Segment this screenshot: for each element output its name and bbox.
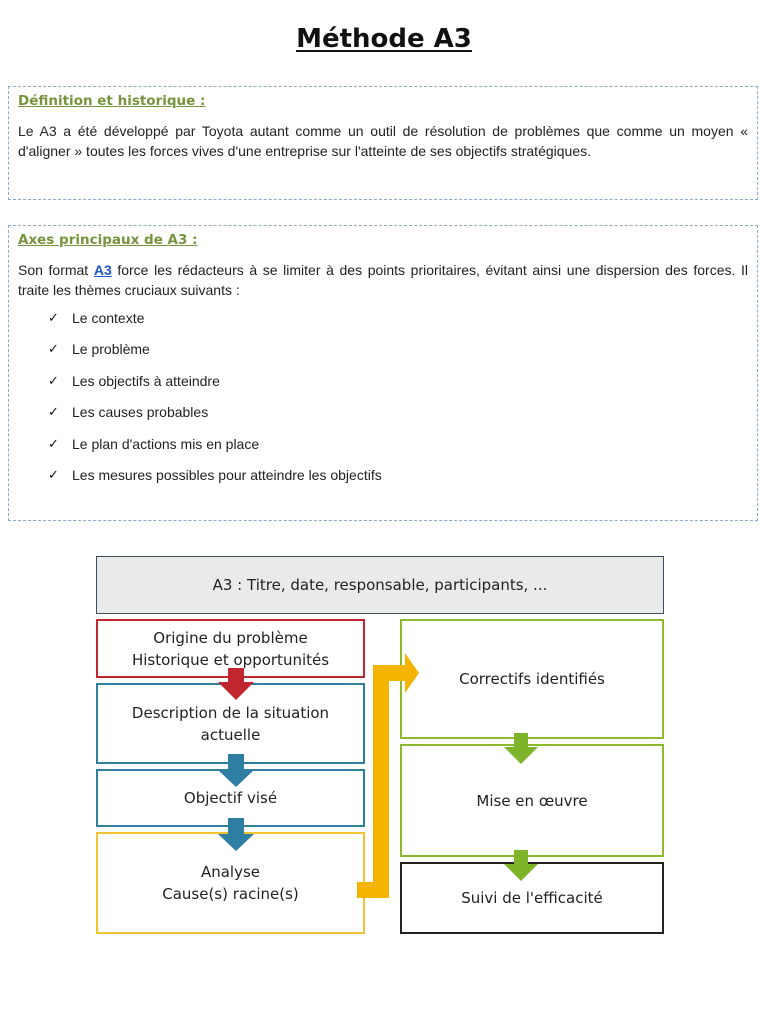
axes-text-after: force les rédacteurs à se limiter à des … <box>18 262 749 298</box>
followup-box: Suivi de l'efficacité <box>400 862 664 934</box>
page-title: Méthode A3 <box>296 24 472 54</box>
check-icon: ✓ <box>48 372 59 388</box>
correctives-box: Correctifs identifiés <box>400 619 664 739</box>
axes-section: Axes principaux de A3 : Son format A3 fo… <box>8 225 758 521</box>
list-item: ✓Le plan d'actions mis en place <box>48 435 260 452</box>
definition-section: Définition et historique : Le A3 a été d… <box>8 86 758 200</box>
axes-text-before: Son format <box>18 262 94 278</box>
check-icon: ✓ <box>48 310 59 325</box>
themes-list: ✓Le contexte ✓Le problème ✓Les objectifs… <box>48 308 748 496</box>
list-item: ✓Les objectifs à atteindre <box>48 372 220 389</box>
list-item: ✓Les mesures possibles pour atteindre le… <box>48 466 382 483</box>
diagram-header-box: A3 : Titre, date, responsable, participa… <box>96 556 664 614</box>
list-item: ✓Le contexte <box>48 310 145 326</box>
a3-link[interactable]: A3 <box>93 262 112 278</box>
definition-text: Le A3 a été développé par Toyota autant … <box>18 123 748 159</box>
check-icon: ✓ <box>48 435 59 451</box>
list-item: ✓Les causes probables <box>48 404 209 421</box>
definition-heading: Définition et historique : <box>18 93 206 109</box>
objective-box: Objectif visé <box>96 769 365 827</box>
check-icon: ✓ <box>48 466 59 482</box>
axes-text: Son format A3 force les rédacteurs à se … <box>18 260 748 300</box>
check-icon: ✓ <box>48 341 59 357</box>
list-item: ✓Le problème <box>48 341 150 358</box>
axes-heading: Axes principaux de A3 : <box>18 232 198 248</box>
check-icon: ✓ <box>48 404 59 420</box>
implementation-box: Mise en œuvre <box>400 744 664 857</box>
